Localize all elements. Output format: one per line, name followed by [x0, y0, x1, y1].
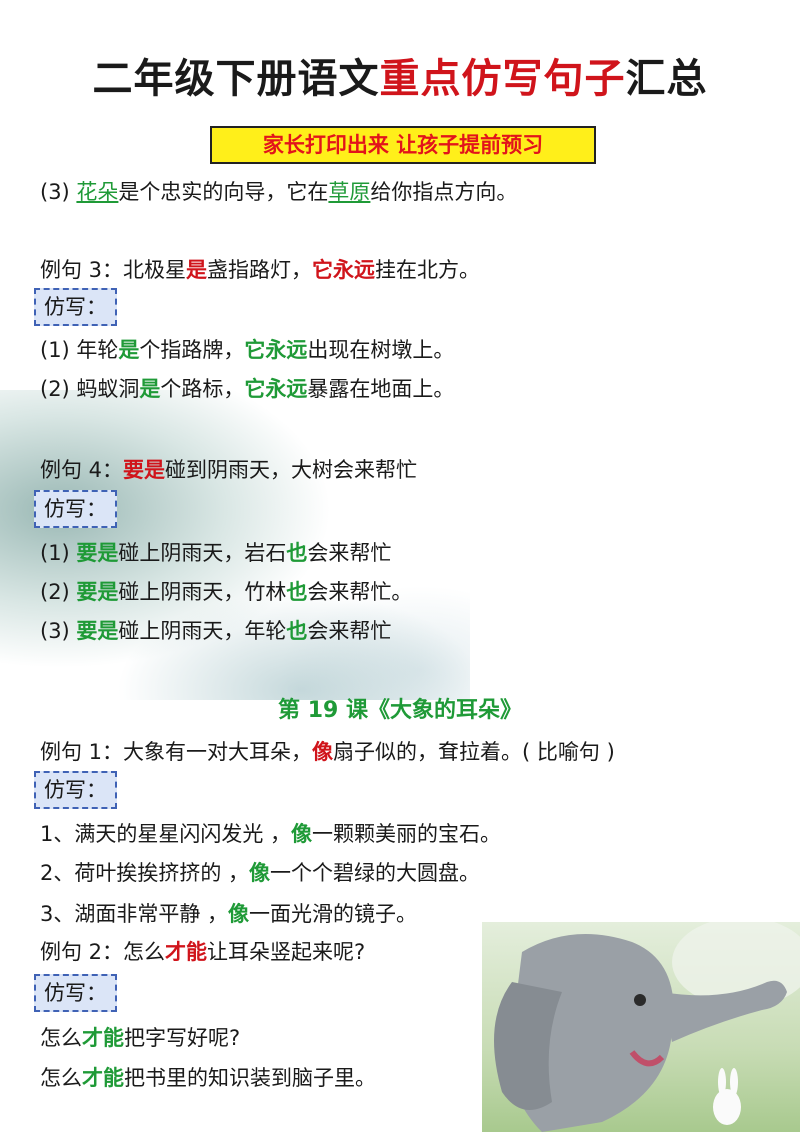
- keyword: 要是: [76, 580, 119, 604]
- line-text: 是个忠实的向导，它在: [118, 180, 329, 204]
- elephant-illustration: [482, 917, 800, 1132]
- line-text: 会来帮忙: [307, 619, 392, 643]
- line-text: 碰上阴雨天，年轮: [118, 619, 287, 643]
- sentence-line: 3、湖面非常平静 ，像一面光滑的镜子。: [40, 898, 417, 928]
- sentence-line: (3) 要是碰上阴雨天，年轮也会来帮忙: [40, 615, 391, 645]
- keyword: 它永远: [244, 338, 308, 362]
- line-text: 例句 1：大象有一对大耳朵，: [40, 740, 313, 764]
- line-text: 个路标，: [160, 377, 245, 401]
- rain-background-illustration: [0, 390, 470, 700]
- keyword: 是: [186, 258, 208, 282]
- imitation-tag: 仿写：: [34, 974, 117, 1012]
- line-text: 碰上阴雨天，竹林: [118, 580, 287, 604]
- title-part-2: 重点仿写句子: [379, 56, 626, 102]
- line-text: (1) 年轮: [40, 338, 119, 362]
- line-text: 扇子似的，耷拉着。( 比喻句 ): [333, 740, 615, 764]
- sentence-line: 2、荷叶挨挨挤挤的 ，像一个个碧绿的大圆盘。: [40, 857, 480, 887]
- keyword: 才能: [82, 1066, 124, 1090]
- sentence-line: (1) 要是碰上阴雨天，岩石也会来帮忙: [40, 537, 391, 567]
- line-text: 一个个碧绿的大圆盘。: [270, 861, 481, 885]
- keyword: 是: [118, 338, 140, 362]
- line-text: 例句 2：怎么: [40, 940, 166, 964]
- title-part-1: 二年级下册语文: [92, 56, 380, 102]
- keyword: 才能: [165, 940, 208, 964]
- sentence-line: (1) 年轮是个指路牌，它永远出现在树墩上。: [40, 334, 454, 364]
- title-part-3: 汇总: [625, 56, 708, 102]
- line-text: 例句 4：: [40, 458, 124, 482]
- page-title: 二年级下册语文重点仿写句子汇总: [0, 46, 800, 104]
- keyword: 也: [286, 541, 308, 565]
- line-text: 一面光滑的镜子。: [249, 902, 418, 926]
- keyword: 像: [228, 902, 250, 926]
- line-text: 出现在树墩上。: [307, 338, 455, 362]
- sentence-line: 怎么才能把书里的知识装到脑子里。: [40, 1062, 376, 1092]
- keyword: 像: [249, 861, 271, 885]
- keyword: 花朵: [76, 180, 119, 204]
- keyword: 也: [286, 580, 308, 604]
- line-text: 给你指点方向。: [370, 180, 518, 204]
- keyword: 是: [139, 377, 161, 401]
- line-text: 怎么: [40, 1026, 82, 1050]
- keyword: 也: [286, 619, 308, 643]
- line-text: 碰上阴雨天，岩石: [118, 541, 287, 565]
- keyword: 像: [291, 822, 313, 846]
- line-text: (2) 蚂蚁洞: [40, 377, 140, 401]
- line-text: 挂在北方。: [375, 258, 481, 282]
- line-text: 暴露在地面上。: [307, 377, 455, 401]
- example-sentence: 例句 2：怎么才能让耳朵竖起来呢?: [40, 936, 365, 966]
- imitation-tag: 仿写：: [34, 490, 117, 528]
- line-text: 让耳朵竖起来呢?: [207, 940, 366, 964]
- keyword: 它永远: [244, 377, 308, 401]
- sentence-line: (3) 花朵是个忠实的向导，它在草原给你指点方向。: [40, 176, 517, 206]
- line-text: (3): [40, 180, 77, 204]
- imitation-tag: 仿写：: [34, 771, 117, 809]
- line-text: 一颗颗美丽的宝石。: [312, 822, 502, 846]
- line-text: 把书里的知识装到脑子里。: [124, 1066, 376, 1090]
- imitation-tag: 仿写：: [34, 288, 117, 326]
- line-text: 碰到阴雨天，大树会来帮忙: [165, 458, 418, 482]
- sentence-line: (2) 要是碰上阴雨天，竹林也会来帮忙。: [40, 576, 412, 606]
- line-text: 盏指路灯，: [207, 258, 313, 282]
- line-text: 例句 3：北极星: [40, 258, 187, 282]
- line-text: 个指路牌，: [139, 338, 245, 362]
- sentence-line: (2) 蚂蚁洞是个路标，它永远暴露在地面上。: [40, 373, 454, 403]
- keyword: 要是: [76, 619, 119, 643]
- line-text: 3、湖面非常平静 ，: [40, 902, 229, 926]
- line-text: 2、荷叶挨挨挤挤的 ，: [40, 861, 250, 885]
- keyword: 才能: [82, 1026, 124, 1050]
- example-sentence: 例句 4：要是碰到阴雨天，大树会来帮忙: [40, 454, 417, 484]
- keyword: 像: [312, 740, 334, 764]
- line-text: 怎么: [40, 1066, 82, 1090]
- example-sentence: 例句 1：大象有一对大耳朵，像扇子似的，耷拉着。( 比喻句 ): [40, 736, 615, 766]
- keyword: 它永远: [312, 258, 376, 282]
- line-text: 会来帮忙。: [307, 580, 413, 604]
- line-text: 把字写好呢?: [124, 1026, 241, 1050]
- keyword: 要是: [76, 541, 119, 565]
- elephant-drawing: [494, 917, 800, 1132]
- sentence-line: 怎么才能把字写好呢?: [40, 1022, 240, 1052]
- example-sentence: 例句 3：北极星是盏指路灯，它永远挂在北方。: [40, 254, 480, 284]
- line-text: 会来帮忙: [307, 541, 392, 565]
- keyword: 草原: [328, 180, 371, 204]
- line-text: 1、满天的星星闪闪发光 ，: [40, 822, 292, 846]
- lesson-heading: 第 19 课《大象的耳朵》: [278, 698, 522, 723]
- line-text: (2): [40, 580, 77, 604]
- keyword: 要是: [123, 458, 166, 482]
- line-text: (1): [40, 541, 77, 565]
- sentence-line: 1、满天的星星闪闪发光 ，像一颗颗美丽的宝石。: [40, 818, 501, 848]
- line-text: (3): [40, 619, 77, 643]
- print-banner: 家长打印出来 让孩子提前预习: [210, 126, 596, 164]
